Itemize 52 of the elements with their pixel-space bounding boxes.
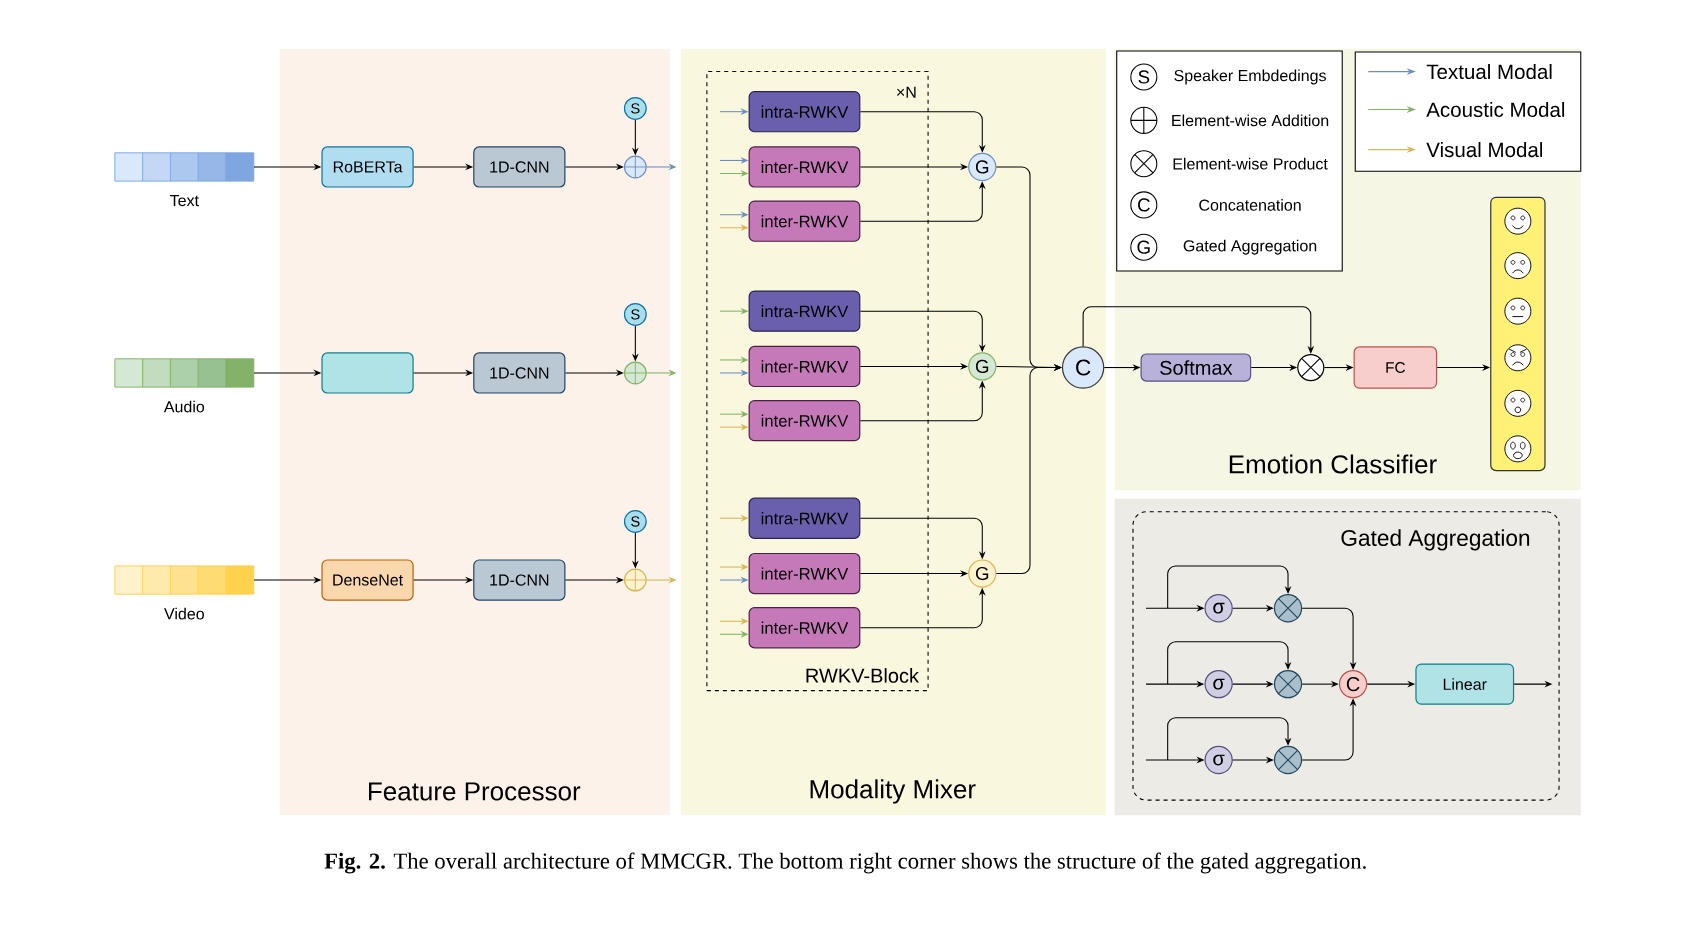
modality-label: Text [170,195,199,207]
legend-label: Element-wise Product [1173,157,1328,170]
process-box: inter-RWKV [748,146,861,188]
arrow [859,111,986,153]
process-box: Linear [1415,663,1515,705]
frame-title: Gated Aggregation [1339,528,1532,552]
legend-label: Acoustic Modal [1426,102,1565,118]
emotion-column [1490,196,1546,472]
product-circle [1297,354,1325,382]
product-circle [1273,670,1303,699]
process-box: FC [1353,346,1438,389]
arrow [995,364,1062,575]
arrow [1167,641,1292,685]
modality-label: Video [164,607,204,620]
addition-circle [623,568,647,592]
feature-strip [114,152,255,207]
panel [279,48,671,816]
legend-label: Speaker Embdedings [1174,69,1326,85]
legend-label: Concatenation [1199,199,1301,211]
legend-label: Element-wise Addition [1172,114,1329,127]
process-box: DenseNet [321,559,414,601]
process-box: intra-RWKV [748,497,861,539]
addition-circle [623,155,647,179]
panel-title: Modality Mixer [810,779,976,804]
modality-label: Audio [163,400,205,413]
process-box [321,352,414,394]
legend-label: Gated Aggregation [1183,239,1317,255]
product-circle [1273,594,1303,623]
process-box: 1D-CNN [473,352,566,394]
process-box: inter-RWKV [748,607,861,649]
legend-label: Textual Modal [1426,64,1552,80]
feature-strip [114,565,255,620]
process-box: inter-RWKV [748,200,861,242]
legend-label: Visual Modal [1426,142,1542,158]
feature-strip [114,358,255,413]
panel-title: Feature Processor [369,782,581,801]
process-box: Softmax [1140,353,1252,382]
process-box: 1D-CNN [473,559,566,601]
process-box: intra-RWKV [748,91,861,133]
process-box: inter-RWKV [748,553,861,595]
arrow [1167,565,1292,609]
arrow [1167,717,1292,761]
process-box: intra-RWKV [748,290,861,332]
process-box: 1D-CNN [473,146,566,188]
frame-title: ×N [894,85,919,100]
process-box: RoBERTa [321,146,414,188]
product-circle [1273,745,1303,775]
process-box: inter-RWKV [748,345,861,388]
process-box: inter-RWKV [748,400,861,442]
panel-title: Emotion Classifier [1229,454,1437,474]
addition-circle [623,361,647,385]
caption: Fig. 2. The overall architecture of MMCGR. The bottom right corner shows the structure of the gated aggregation. [324,852,1366,874]
